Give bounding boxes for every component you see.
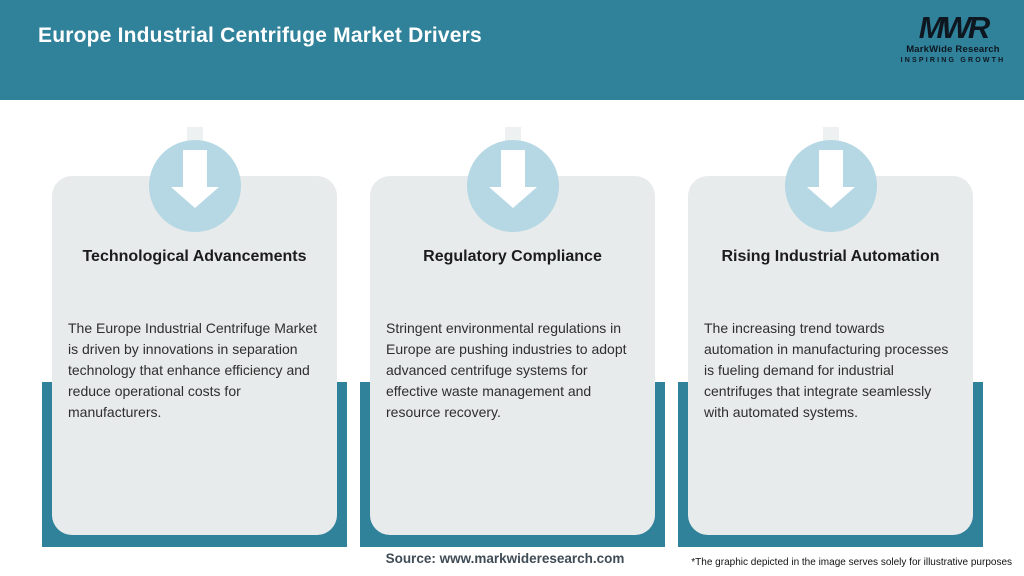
card-description: Stringent environmental regulations in E… [386, 320, 627, 420]
card-title: Technological Advancements [82, 248, 307, 265]
logo-acronym: MWR [918, 10, 990, 45]
driver-card-regulatory-compliance: Regulatory Compliance Stringent environm… [360, 127, 665, 547]
card-description: The Europe Industrial Centrifuge Market … [68, 320, 318, 420]
down-arrow-stem [818, 150, 843, 187]
logo-name: MarkWide Research [906, 44, 1000, 55]
down-arrow-stem [500, 150, 525, 187]
disclaimer-note: *The graphic depicted in the image serve… [691, 557, 1012, 568]
down-arrow-icon [784, 140, 877, 232]
down-arrow-icon [466, 140, 559, 232]
down-arrow-stem [182, 150, 207, 187]
down-arrow-icon [148, 140, 241, 232]
page-title: Europe Industrial Centrifuge Market Driv… [38, 24, 482, 47]
card-body: Rising Industrial Automation The increas… [688, 176, 973, 535]
card-title: Regulatory Compliance [423, 248, 602, 265]
card-title: Rising Industrial Automation [721, 248, 940, 265]
down-arrow-head [488, 187, 537, 208]
markwide-research-logo: MWR MarkWide Research INSPIRING GROWTH [898, 12, 1008, 64]
arrow-stub-decoration [504, 127, 521, 143]
arrow-stub-decoration [822, 127, 839, 143]
down-arrow-head [806, 187, 855, 208]
logo-tagline: INSPIRING GROWTH [900, 56, 1006, 64]
driver-card-rising-industrial-automation: Rising Industrial Automation The increas… [678, 127, 983, 547]
down-arrow-head [170, 187, 219, 208]
card-body: Regulatory Compliance Stringent environm… [370, 176, 655, 535]
card-body: Technological Advancements The Europe In… [52, 176, 337, 535]
card-description: The increasing trend towards automation … [704, 320, 949, 420]
source-attribution: Source: www.markwideresearch.com [385, 551, 625, 566]
arrow-stub-decoration [186, 127, 203, 143]
header-banner: Europe Industrial Centrifuge Market Driv… [0, 0, 1024, 100]
driver-card-technological-advancements: Technological Advancements The Europe In… [42, 127, 347, 547]
